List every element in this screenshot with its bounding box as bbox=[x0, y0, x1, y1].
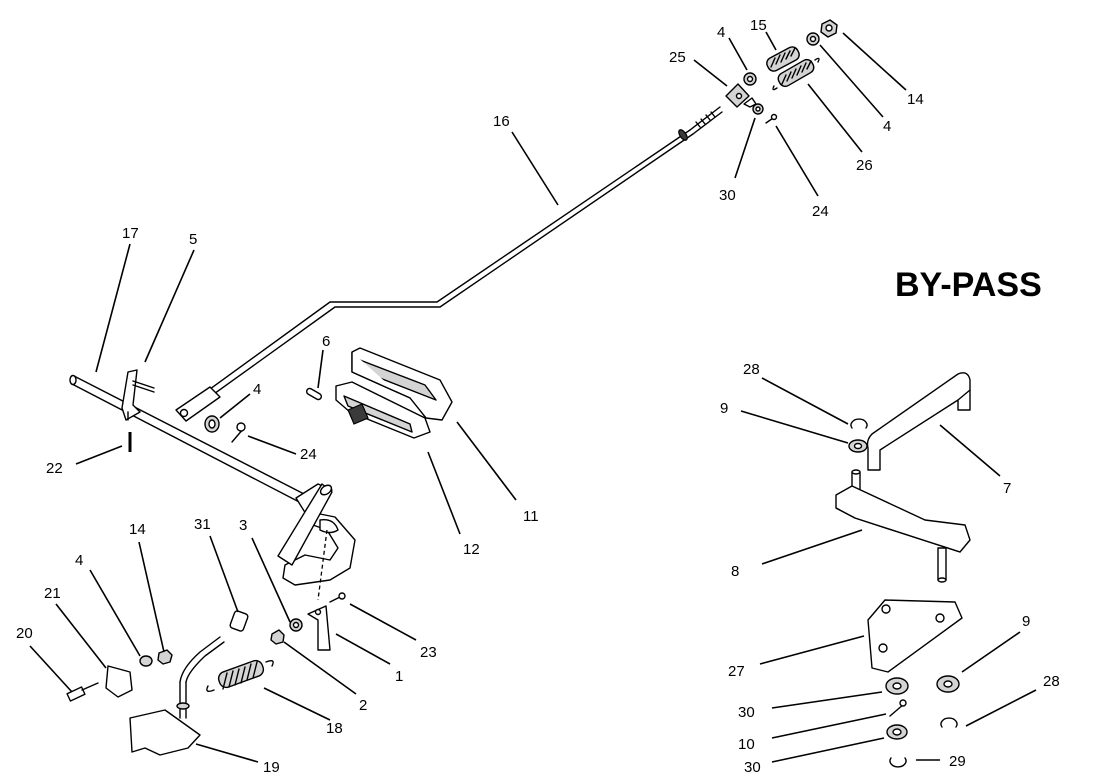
callout-1: 1 bbox=[395, 668, 403, 685]
washer-4-lower bbox=[139, 655, 153, 667]
pedal-shaft-assembly bbox=[69, 369, 356, 601]
mounting-plate-27 bbox=[867, 599, 963, 673]
washer-30-lower bbox=[886, 724, 908, 740]
callout-2: 2 bbox=[359, 697, 367, 714]
callout-8: 8 bbox=[731, 563, 739, 580]
callout-labels: 15 4 25 14 4 26 16 30 24 17 5 6 4 24 22 … bbox=[16, 17, 1060, 776]
cotter-pin-10 bbox=[889, 699, 907, 717]
callout-18: 18 bbox=[326, 720, 343, 737]
spring-26 bbox=[772, 57, 820, 91]
callout-31: 31 bbox=[194, 516, 211, 533]
bushing-31 bbox=[229, 610, 249, 632]
leader-lines bbox=[29, 31, 1037, 763]
callout-6: 6 bbox=[322, 333, 330, 350]
callout-9: 9 bbox=[720, 400, 728, 417]
callout-15: 15 bbox=[750, 17, 767, 34]
callout-24: 24 bbox=[812, 203, 829, 220]
callout-4: 4 bbox=[883, 118, 891, 135]
callout-28: 28 bbox=[743, 361, 760, 378]
lever-arm-8 bbox=[835, 469, 971, 583]
pivot-bracket-assembly bbox=[725, 19, 838, 124]
callout-20: 20 bbox=[16, 625, 33, 642]
washer-4-and-clip-24 bbox=[204, 415, 246, 443]
callout-12: 12 bbox=[463, 541, 480, 558]
bracket-21 bbox=[105, 665, 133, 698]
callout-29: 29 bbox=[949, 753, 966, 770]
callout-7: 7 bbox=[1003, 480, 1011, 497]
callout-3: 3 bbox=[239, 517, 247, 534]
callout-4: 4 bbox=[253, 381, 261, 398]
e-clip-29 bbox=[889, 757, 907, 768]
bolt-23 bbox=[329, 592, 346, 603]
callout-23: 23 bbox=[420, 644, 437, 661]
callout-30: 30 bbox=[744, 759, 761, 776]
callout-19: 19 bbox=[263, 759, 280, 776]
pedal-pad-11 bbox=[351, 347, 453, 421]
bolt-20 bbox=[66, 682, 99, 702]
callout-21: 21 bbox=[44, 585, 61, 602]
spring-15 bbox=[766, 46, 800, 72]
callout-26: 26 bbox=[856, 157, 873, 174]
diagram-heading: BY-PASS bbox=[895, 266, 1042, 304]
callout-16: 16 bbox=[493, 113, 510, 130]
washer-9-bottom bbox=[936, 675, 960, 693]
callout-25: 25 bbox=[669, 49, 686, 66]
callout-28: 28 bbox=[1043, 673, 1060, 690]
link-1 bbox=[307, 605, 331, 651]
washer-30-upper bbox=[885, 677, 909, 695]
callout-9: 9 bbox=[1022, 613, 1030, 630]
callout-14: 14 bbox=[129, 521, 146, 538]
callout-11: 11 bbox=[523, 508, 539, 525]
snap-ring-28-bottom bbox=[940, 717, 958, 728]
washer-9-top bbox=[848, 439, 868, 453]
callout-17: 17 bbox=[122, 225, 139, 242]
pin-6 bbox=[305, 387, 323, 401]
callout-30: 30 bbox=[719, 187, 736, 204]
pedal-pad-12 bbox=[335, 381, 431, 439]
callout-27: 27 bbox=[728, 663, 745, 680]
snap-ring-28-top bbox=[850, 418, 868, 429]
callout-30: 30 bbox=[738, 704, 755, 721]
spring-18 bbox=[206, 659, 274, 693]
callout-5: 5 bbox=[189, 231, 197, 248]
rod-and-plate-19 bbox=[129, 636, 225, 756]
nut-14-lower bbox=[157, 649, 173, 665]
nut-2-and-washer-3 bbox=[270, 618, 303, 645]
callout-10: 10 bbox=[738, 736, 755, 753]
bypass-control-rod bbox=[175, 106, 723, 422]
callout-14: 14 bbox=[907, 91, 924, 108]
callout-22: 22 bbox=[46, 460, 63, 477]
callout-24: 24 bbox=[300, 446, 317, 463]
callout-4: 4 bbox=[75, 552, 83, 569]
bypass-handle-7 bbox=[866, 372, 971, 471]
callout-4: 4 bbox=[717, 24, 725, 41]
